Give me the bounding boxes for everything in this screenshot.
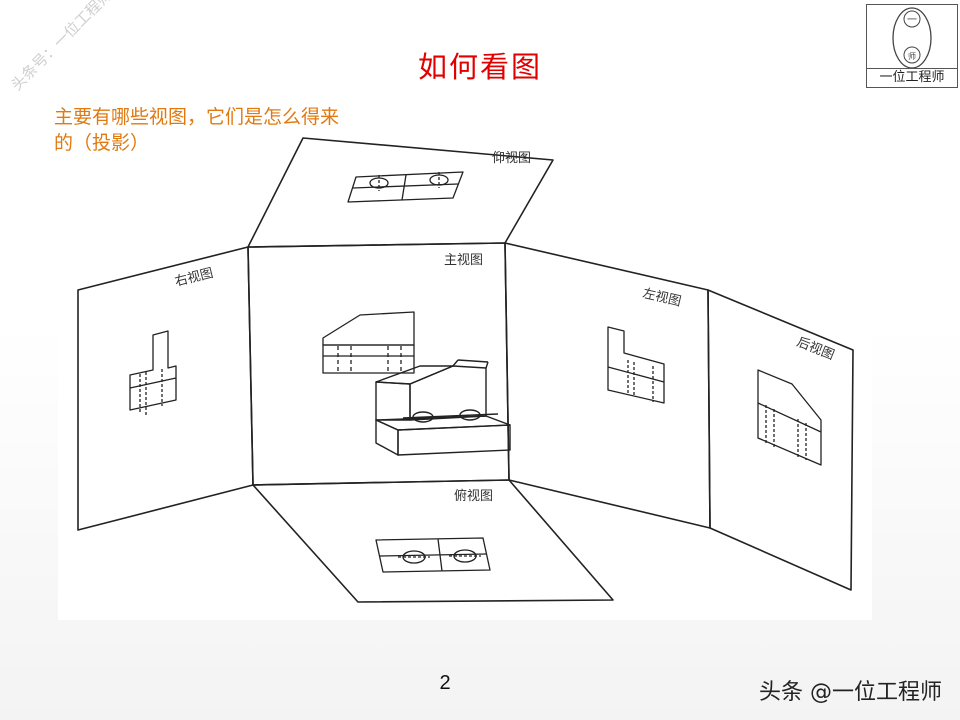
drawing-left-view [607,326,665,404]
logo-glyph-bottom: 师 [908,51,916,61]
label-back-view: 后视图 [795,335,837,364]
drawing-right-view [129,330,177,415]
panel-back [707,289,854,591]
panel-bottom [252,479,614,603]
label-top-view-up: 仰视图 [492,151,531,166]
source-credit: 头条 @一位工程师 [759,680,942,705]
object-3d [375,359,511,456]
logo: 一 师 一位工程师 [866,4,958,88]
label-front-view: 主视图 [444,253,483,268]
label-left-view: 左视图 [641,286,682,309]
logo-emblem: 一 师 [892,7,932,69]
panel-front [247,242,510,486]
subtitle: 主要有哪些视图，它们是怎么得来的（投影） [54,106,340,154]
logo-glyph-top: 一 [907,15,917,26]
label-right-view: 右视图 [173,266,214,290]
projection-diagram: 仰视图 主视图 右视图 左视图 后视图 俯视图 [58,120,872,620]
logo-caption: 一位工程师 [867,68,957,87]
drawing-front-view [322,311,415,374]
slide-title: 如何看图 [417,50,542,84]
drawing-top-view-down [375,537,491,573]
label-bottom-view: 俯视图 [454,488,493,504]
drawing-back-view [757,369,822,466]
drawing-top-view-up [347,171,464,203]
panel-right [77,246,254,531]
page-number: 2 [439,672,451,694]
